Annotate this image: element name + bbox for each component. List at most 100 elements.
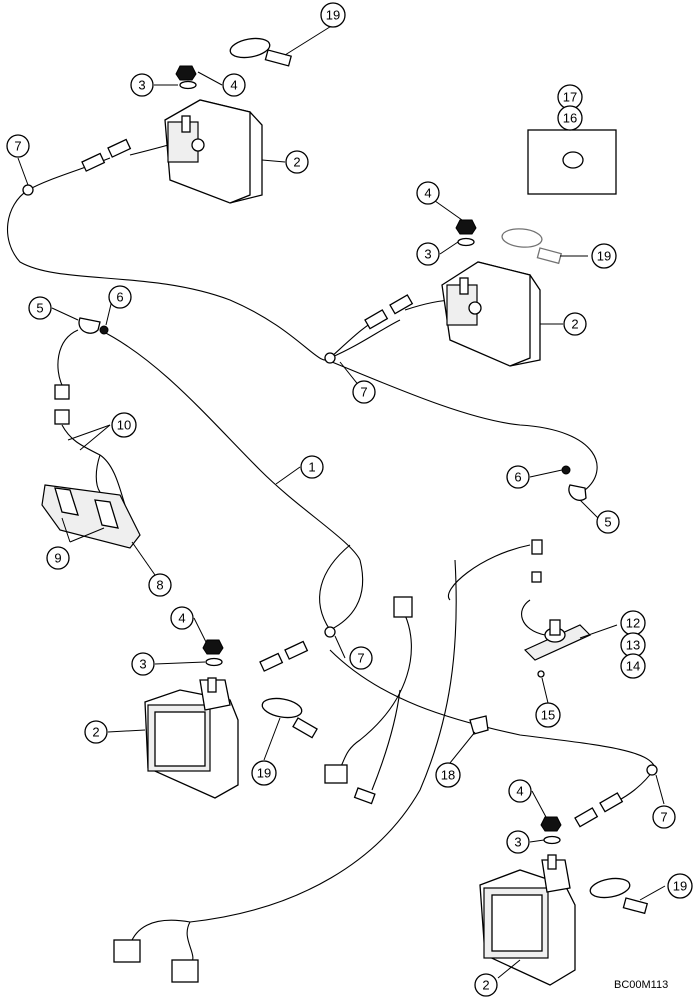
harness-connector-lower [324,764,376,805]
callout-label: 2 [571,317,578,332]
callout-label: 10 [117,418,131,433]
callout-circle [285,150,309,174]
callout-c4-lowright: 4 [508,779,532,803]
cable-tie-lower-left [261,697,318,739]
callout-label: 17 [563,90,577,105]
grommet-top-left [22,184,34,196]
grommet-lower-right [646,764,658,776]
callout-c8: 8 [148,573,172,597]
callout-c2-bottom: 2 [474,973,498,997]
callout-c4-lowleft: 4 [170,606,194,630]
callout-label: 4 [178,611,185,626]
callout-circle [352,380,376,404]
harness-clamp-left [78,317,109,335]
callout-circle [148,573,172,597]
callout-circle [506,830,530,854]
callout-label: 19 [597,249,611,264]
work-lamp-top [164,99,263,204]
harness-connector-mid [393,596,413,618]
callout-circle [131,652,155,676]
callout-label: 13 [626,638,640,653]
switch-connectors [54,384,70,425]
callout-circle [563,312,587,336]
callout-c7-mid: 7 [352,380,376,404]
grommet-lower-mid [324,626,336,638]
callout-c17: 17 [557,84,583,110]
callout-circle [170,606,194,630]
callout-c12: 12 [620,610,646,636]
callout-c6-right: 6 [506,465,530,489]
callout-label: 16 [563,111,577,126]
callout-c16: 16 [557,105,583,131]
callout-c7-lowmid: 7 [349,646,373,670]
washer-right [457,237,475,247]
callout-label: 2 [293,155,300,170]
callout-c19-lowright: 19 [667,873,693,899]
callout-label: 3 [139,657,146,672]
callout-circle [251,760,277,786]
callout-circle [28,296,52,320]
callout-circle [108,285,132,309]
callout-label: 7 [14,139,21,154]
sensor-screw [537,670,545,678]
callout-label: 5 [604,515,611,530]
callout-circle [557,105,583,131]
callout-c9: 9 [46,546,70,570]
callout-label: 9 [54,551,61,566]
connector-top-lamp [81,138,132,172]
callout-c7-lowright: 7 [652,805,676,829]
callout-circle [416,242,440,266]
cable-tie-right [501,228,563,265]
callout-label: 5 [36,301,43,316]
cable-tie-top [229,37,292,67]
callout-c19-top: 19 [320,2,346,28]
callout-c10: 10 [111,412,137,438]
callout-c19-lowleft: 19 [251,760,277,786]
callout-label: 3 [138,78,145,93]
callout-circle [596,510,620,534]
work-lamp-lower-left [144,677,239,799]
harness-clamp-right [561,465,587,501]
callout-circle [84,720,108,744]
callout-circle [620,653,646,679]
callout-circle [6,134,30,158]
callout-label: 6 [116,290,123,305]
callout-label: 12 [626,616,640,631]
rocker-switch-panel [41,484,141,549]
callout-c2-topleft: 2 [285,150,309,174]
callout-label: 4 [424,186,431,201]
callout-label: 8 [156,578,163,593]
callout-circle [300,455,324,479]
callout-c5-left: 5 [28,296,52,320]
nut-top [175,65,197,81]
callout-label: 19 [257,766,271,781]
callout-c6-left: 6 [108,285,132,309]
washer-lower-right [543,835,561,845]
callout-c3-lowright: 3 [506,830,530,854]
callout-c3-top: 3 [130,73,154,97]
callout-c1: 1 [300,455,324,479]
connector-right-lamp [364,294,414,330]
callout-circle [652,805,676,829]
callout-c19-right: 19 [591,243,617,269]
callout-c2-lowleft: 2 [84,720,108,744]
callout-circle [667,873,693,899]
wire-clip [469,715,489,735]
callout-label: 1 [308,460,315,475]
callout-label: 19 [673,879,687,894]
connector-lower-left-lamp [259,640,309,672]
inset-detail-box [527,129,617,195]
callout-circle [435,762,461,788]
callout-label: 3 [424,247,431,262]
callout-circle [535,702,561,728]
callout-circle [506,465,530,489]
callout-label: 14 [626,659,640,674]
callout-circle [416,181,440,205]
callout-circle [111,412,137,438]
callout-c3-lowleft: 3 [131,652,155,676]
callout-leaders [17,24,666,979]
callout-c14: 14 [620,653,646,679]
callout-c4-right: 4 [416,181,440,205]
callout-circle [591,243,617,269]
